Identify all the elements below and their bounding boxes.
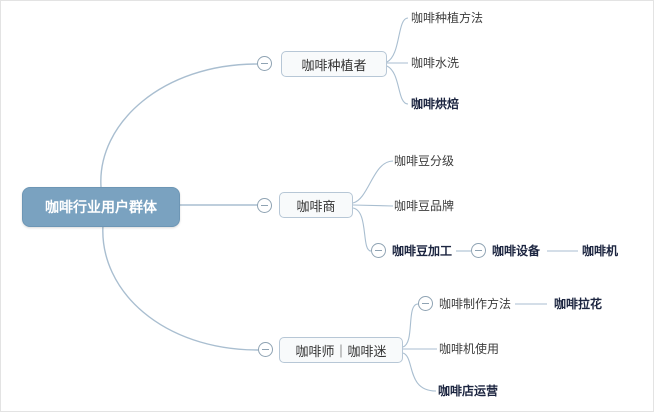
leaf-machine-usage[interactable]: 咖啡机使用 <box>439 342 500 356</box>
collapse-minus-icon-equipment[interactable] <box>471 243 486 258</box>
branch-node-barista-fans[interactable]: 咖啡师｜咖啡迷 <box>279 337 403 363</box>
branch-node-coffee-planters[interactable]: 咖啡种植者 <box>281 51 387 77</box>
minus-glyph <box>261 205 268 206</box>
connector-branch1-child3 <box>386 65 409 105</box>
connector-branch3-child1 <box>402 303 419 348</box>
root-node-coffee-industry-users[interactable]: 咖啡行业用户群体 <box>22 187 180 227</box>
minus-glyph <box>475 250 482 251</box>
collapse-minus-icon-branch1[interactable] <box>257 56 272 71</box>
leaf-making-method[interactable]: 咖啡制作方法 <box>439 297 512 311</box>
connector-branch3-child3 <box>402 352 437 392</box>
leaf-coffee-equipment[interactable]: 咖啡设备 <box>492 244 541 258</box>
leaf-shop-operation[interactable]: 咖啡店运营 <box>438 384 499 398</box>
minus-glyph <box>375 250 382 251</box>
leaf-planting-method[interactable]: 咖啡种植方法 <box>411 11 484 25</box>
connector-root-branch3 <box>102 224 259 351</box>
leaf-latte-art[interactable]: 咖啡拉花 <box>554 297 603 311</box>
connector-root-branch1 <box>100 63 258 188</box>
branch-node-coffee-merchants[interactable]: 咖啡商 <box>279 192 353 218</box>
minus-glyph <box>422 303 429 304</box>
collapse-minus-icon-bean-processing[interactable] <box>371 243 386 258</box>
connector-branch2-child1 <box>352 160 394 204</box>
connector-branch2-child3 <box>352 207 372 252</box>
connector-branch1-child1 <box>386 17 409 63</box>
collapse-minus-icon-branch2[interactable] <box>257 198 272 213</box>
collapse-minus-icon-making-method[interactable] <box>418 296 433 311</box>
leaf-bean-brands[interactable]: 咖啡豆品牌 <box>394 199 455 213</box>
minus-glyph <box>261 63 268 64</box>
leaf-coffee-roasting[interactable]: 咖啡烘焙 <box>411 97 460 111</box>
collapse-minus-icon-branch3[interactable] <box>258 342 273 357</box>
connector-branch2-child2 <box>352 204 394 207</box>
leaf-bean-processing[interactable]: 咖啡豆加工 <box>392 244 453 258</box>
leaf-bean-grading[interactable]: 咖啡豆分级 <box>394 154 455 168</box>
minus-glyph <box>262 349 269 350</box>
leaf-washed-coffee[interactable]: 咖啡水洗 <box>411 56 460 70</box>
leaf-coffee-machine[interactable]: 咖啡机 <box>582 244 619 258</box>
